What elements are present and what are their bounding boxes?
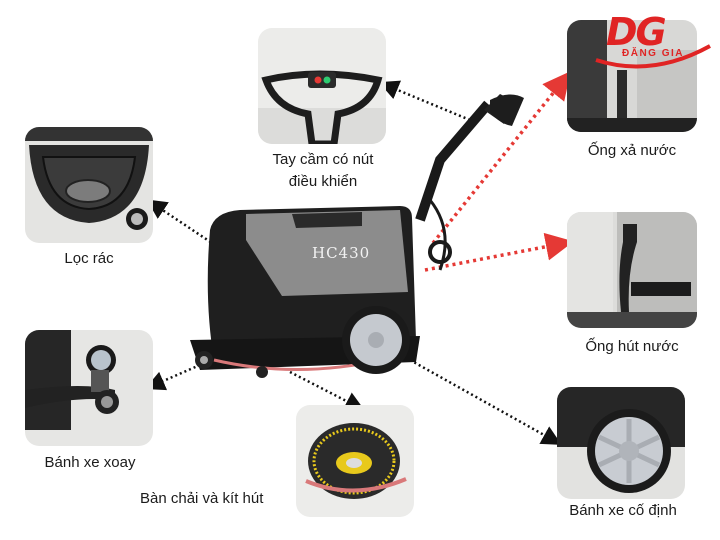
connector-debris-filter [146, 199, 216, 247]
model-label: HC430 [312, 244, 371, 262]
handle-photo [258, 28, 386, 144]
label-swivel-wheel: Bánh xe xoay [44, 454, 136, 471]
label-handle: Tay cầm có nút điều khiển [272, 151, 374, 190]
logo-name: ĐĂNG GIA [622, 48, 684, 59]
brand-logo: DG ĐĂNG GIA [592, 10, 712, 74]
connector-handle [378, 80, 471, 122]
connector-suction-hose [424, 232, 574, 272]
connector-drain-hose [431, 71, 571, 245]
label-suction-hose: Ống hút nước [585, 338, 679, 355]
debris-filter-photo [25, 127, 153, 243]
label-brush-squeegee: Bàn chải và kít hút [140, 490, 264, 507]
label-fixed-wheel: Bánh xe cố định [569, 502, 677, 519]
fixed-wheel-photo [557, 387, 685, 499]
brush-squeegee-photo [296, 405, 414, 517]
drain-hose-photo [567, 20, 697, 132]
swivel-wheel-photo [25, 330, 153, 446]
label-debris-filter: Lọc rác [64, 250, 114, 267]
suction-hose-photo [567, 212, 697, 328]
label-drain-hose: Ống xả nước [587, 142, 677, 159]
connector-fixed-wheel [409, 358, 562, 445]
connector-swivel-wheel [144, 363, 201, 391]
connector-brush [289, 370, 365, 411]
logo-mark: DG [606, 10, 667, 54]
